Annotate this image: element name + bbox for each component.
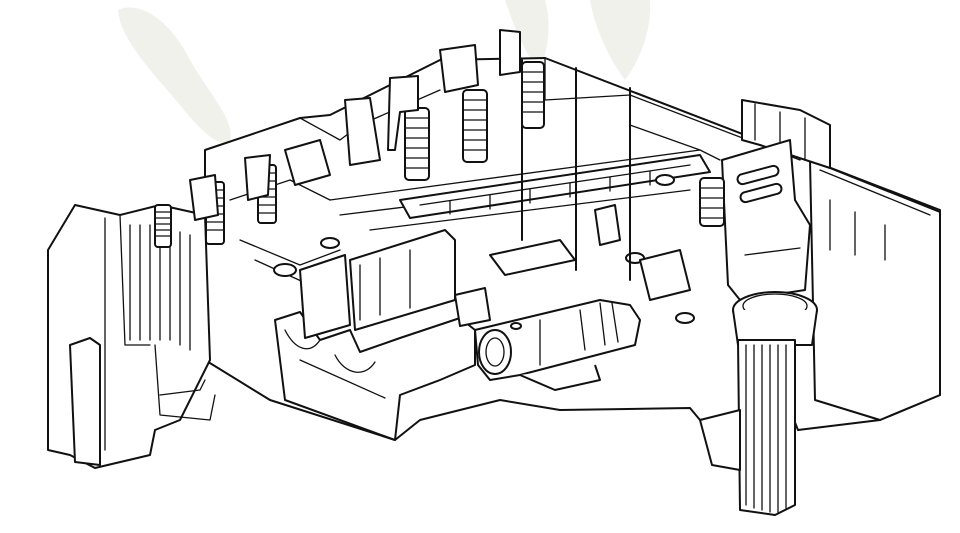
- smudge-left: [118, 7, 231, 143]
- lead-wires: [521, 59, 631, 281]
- upright-tabs: [189, 29, 521, 221]
- ribbed-leg: [699, 339, 796, 516]
- stud-6: [521, 61, 545, 129]
- stud-5: [462, 89, 488, 163]
- left-end-cap: [47, 204, 216, 469]
- smudge-right: [590, 0, 651, 80]
- stud-7: [699, 177, 725, 227]
- smudge-center: [505, 0, 549, 70]
- terminal-nuts: [273, 174, 695, 324]
- round-socket: [732, 291, 818, 346]
- mounting-bracket: [721, 139, 811, 301]
- center-fittings: [454, 204, 691, 327]
- front-wall: [274, 229, 476, 441]
- connector-plug: [474, 299, 641, 391]
- bus-bar-rail: [399, 154, 711, 219]
- stud-4: [404, 107, 430, 181]
- threaded-studs: [154, 61, 725, 248]
- right-tray: [741, 99, 941, 421]
- stud-1: [154, 204, 172, 248]
